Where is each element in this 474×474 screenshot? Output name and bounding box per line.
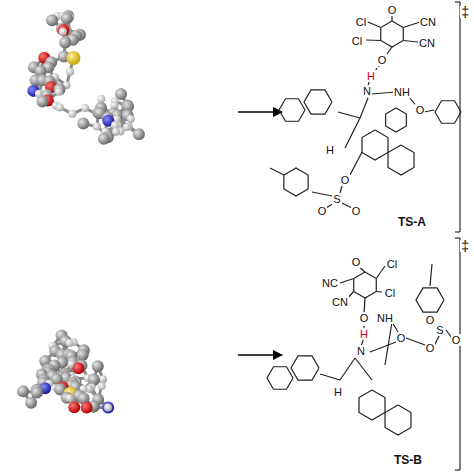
bond	[340, 186, 342, 193]
atom-label: O	[425, 342, 436, 354]
atom-label: CN	[418, 37, 436, 49]
bond	[338, 112, 360, 118]
bond	[368, 22, 381, 28]
atom-label: O	[351, 205, 362, 217]
bond	[350, 152, 362, 175]
atom-label: O	[451, 334, 462, 346]
ball-stick-model	[27, 10, 145, 145]
ring-bond	[284, 168, 308, 196]
bond	[345, 118, 360, 148]
bond	[320, 374, 340, 380]
bond	[340, 279, 354, 284]
structure-label: TS-B	[392, 453, 424, 467]
bond	[376, 291, 382, 293]
bond	[406, 338, 425, 345]
atom-label: NH	[393, 86, 411, 98]
atom-label: O	[359, 312, 370, 324]
bond	[340, 358, 355, 380]
reaction-arrow	[238, 354, 282, 356]
ts-bracket	[455, 238, 460, 470]
ring-bond	[291, 356, 319, 380]
atom-label: CN	[331, 296, 349, 308]
bond	[366, 39, 381, 41]
ring-bond	[385, 405, 411, 435]
bond	[360, 98, 368, 118]
ring-bond	[386, 108, 407, 132]
bond	[372, 92, 395, 94]
atom-label: Cl	[386, 258, 398, 270]
ring-bond	[435, 101, 461, 124]
bond	[403, 22, 420, 28]
ring-bond	[267, 367, 293, 390]
ring-bond	[354, 272, 377, 298]
ts-label: TS-B	[392, 453, 424, 467]
atom-label: H	[333, 386, 343, 398]
atom-label: O	[377, 54, 388, 66]
bond	[385, 322, 392, 365]
atom-label: N	[362, 85, 372, 97]
atom-label: O	[396, 332, 407, 344]
bond	[270, 168, 284, 175]
bond	[430, 264, 432, 286]
structure-label: TS-A	[396, 215, 428, 229]
double-dagger: ‡	[460, 240, 470, 252]
bond	[355, 358, 372, 380]
atom-label: Cl	[384, 287, 396, 299]
reaction-arrow	[238, 111, 282, 113]
ring-bond	[304, 90, 332, 114]
ts-label: TS-A	[396, 215, 428, 229]
atom-label: CN	[419, 16, 437, 28]
bond	[376, 266, 385, 279]
atom-label: O	[387, 4, 398, 16]
atom-label: Cl	[355, 16, 367, 28]
atom-label: S	[435, 324, 444, 336]
atom-label: Cl	[351, 35, 363, 47]
bond	[424, 110, 434, 112]
atom-label: H	[325, 144, 335, 156]
ring-bond	[362, 130, 388, 160]
ball-stick-model	[17, 329, 114, 413]
atom-label: NH	[376, 312, 394, 324]
atom-label: O	[351, 256, 362, 268]
bond	[370, 342, 396, 352]
ring-bond	[359, 390, 385, 420]
atom-label: O	[415, 104, 426, 116]
double-dagger: ‡	[460, 6, 470, 18]
atom-label: S	[332, 193, 341, 205]
atom-label: N	[356, 345, 366, 357]
atom-label: O	[340, 174, 351, 186]
atom-label: O	[317, 205, 328, 217]
atom-label: H	[359, 328, 369, 340]
bond	[312, 192, 332, 196]
ring-bond	[279, 99, 305, 122]
ring-bond	[381, 21, 404, 47]
atom-label: H	[366, 70, 376, 82]
atom-label: NC	[321, 277, 339, 289]
atom-label: O	[425, 314, 436, 326]
ring-bond	[388, 145, 414, 175]
ring-bond	[416, 288, 444, 312]
bond	[403, 41, 418, 43]
